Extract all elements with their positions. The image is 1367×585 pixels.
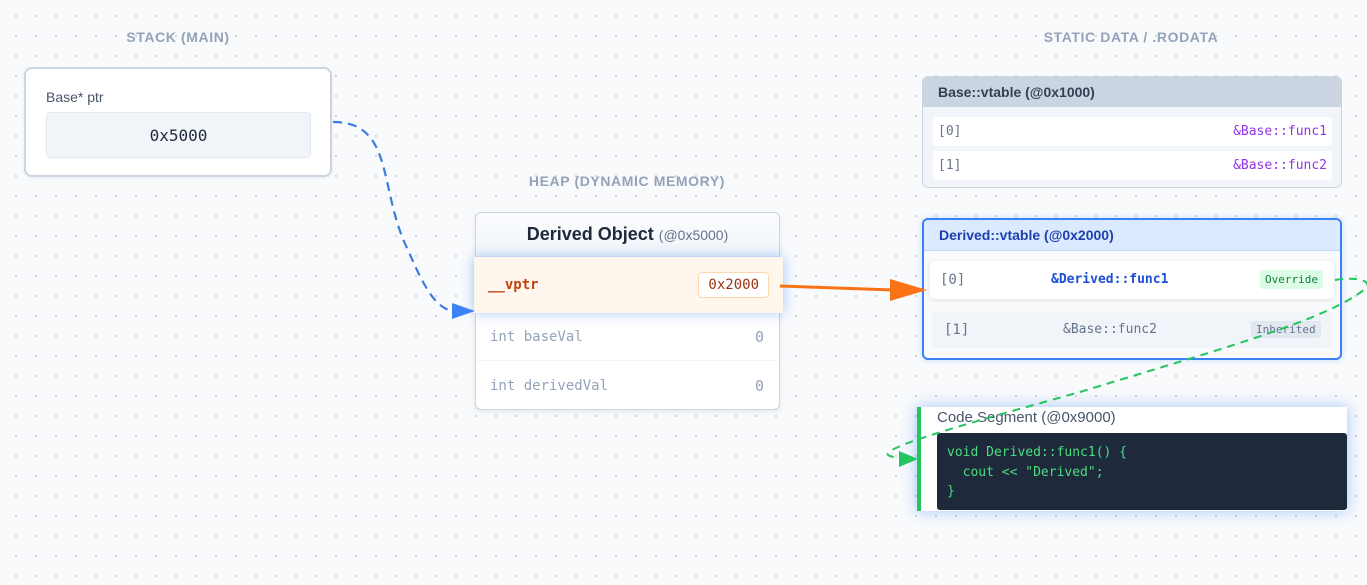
heap-section-title: HEAP (DYNAMIC MEMORY) (528, 173, 726, 189)
vtable-index: [1] (938, 158, 962, 173)
stack-to-heap-arrow (332, 120, 456, 313)
base-vtable-row: [1] &Base::func2 (933, 151, 1332, 180)
base-vtable-row: [0] &Base::func1 (933, 117, 1332, 146)
stack-variable-label: Base* ptr (46, 89, 104, 105)
vptr-row[interactable]: __vptr 0x2000 (474, 257, 783, 313)
code-segment-card[interactable]: Code Segment (@0x9000) void Derived::fun… (917, 407, 1347, 511)
base-vtable-card[interactable]: Base::vtable (@0x1000) [0] &Base::func1 … (922, 76, 1342, 188)
heap-object-card[interactable]: Derived Object (@0x5000) __vptr 0x2000 i… (474, 212, 783, 410)
heap-object-header: Derived Object (@0x5000) (476, 213, 779, 257)
derived-vtable-row-override[interactable]: [0] &Derived::func1 Override (930, 261, 1334, 299)
vtable-func-pointer: &Base::func1 (1233, 124, 1327, 139)
code-segment-title: Code Segment (@0x9000) (937, 409, 1116, 426)
stack-section-title: STACK (MAIN) (126, 29, 230, 45)
vtable-index: [1] (944, 322, 970, 338)
derived-vtable-card[interactable]: Derived::vtable (@0x2000) [0] &Derived::… (922, 218, 1342, 360)
vtable-func-pointer: &Derived::func1 (1051, 272, 1169, 287)
vptr-to-vtable-arrow (779, 284, 896, 292)
vtable-index: [0] (938, 124, 962, 139)
vtable-func-pointer: &Base::func2 (1233, 158, 1327, 173)
field-value: 0 (754, 327, 764, 346)
vptr-value: 0x2000 (698, 272, 769, 298)
stack-variable-card[interactable]: Base* ptr 0x5000 (24, 67, 332, 177)
vtable-func-pointer: &Base::func2 (1063, 322, 1157, 337)
override-badge: Override (1260, 270, 1323, 289)
field-name: int derivedVal (490, 378, 609, 394)
heap-object-title: Derived Object (526, 224, 654, 244)
field-name: int baseVal (490, 328, 583, 345)
base-vtable-title: Base::vtable (@0x1000) (923, 77, 1341, 107)
field-row-derived-val: int derivedVal 0 (476, 362, 778, 410)
vptr-name: __vptr (488, 277, 539, 293)
stack-to-heap-arrowhead (452, 303, 475, 319)
inherited-badge: Inherited (1251, 321, 1321, 338)
derived-vtable-title: Derived::vtable (@0x2000) (924, 220, 1340, 251)
heap-object-address: (@0x5000) (658, 226, 729, 243)
derived-vtable-row-inherited: [1] &Base::func2 Inherited (932, 312, 1332, 348)
static-section-title: STATIC DATA / .RODATA (1043, 29, 1219, 45)
stack-variable-value: 0x5000 (46, 112, 311, 158)
field-row-base-val: int baseVal 0 (476, 313, 778, 361)
code-block: void Derived::func1() { cout << "Derived… (937, 433, 1347, 510)
vtable-index: [0] (940, 272, 966, 288)
vtable-to-code-arrowhead (899, 451, 918, 467)
field-value: 0 (754, 377, 764, 395)
